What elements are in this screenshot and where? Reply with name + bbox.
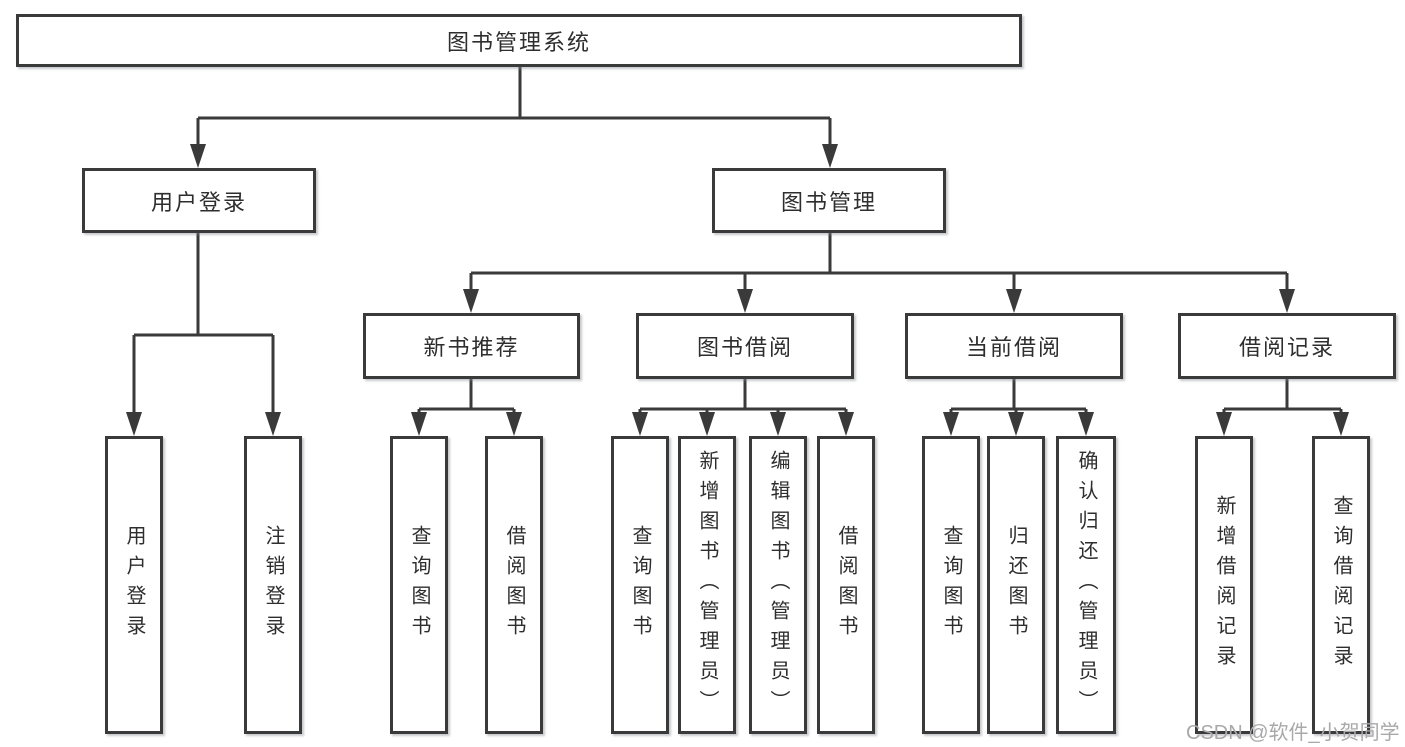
- leaf-current-confirm-return-admin: 确认归还（管理员）: [1056, 436, 1116, 734]
- leaf-current-return-books: 归还图书: [987, 436, 1045, 734]
- node-book-borrowing: 图书借阅: [636, 313, 854, 379]
- arrowheads: [126, 144, 1349, 436]
- leaf-logout-label: 注销登录: [262, 525, 284, 645]
- leaf-current-query-books: 查询图书: [922, 436, 980, 734]
- leaf-user-login-label: 用户登录: [123, 525, 145, 645]
- leaf-logout: 注销登录: [244, 436, 302, 734]
- node-new-book-recommend-label: 新书推荐: [423, 335, 520, 360]
- node-root: 图书管理系统: [16, 14, 1022, 67]
- leaf-borrow-query-books: 查询图书: [611, 436, 669, 734]
- leaf-records-query-record-label: 查询借阅记录: [1330, 495, 1352, 675]
- node-borrowing-records-label: 借阅记录: [1238, 335, 1335, 360]
- node-new-book-recommend: 新书推荐: [363, 313, 580, 379]
- leaf-user-login: 用户登录: [105, 436, 163, 734]
- leaf-current-query-books-label: 查询图书: [940, 525, 962, 645]
- leaf-borrow-borrow-books-label: 借阅图书: [835, 525, 857, 645]
- leaf-recommend-query-books-label: 查询图书: [408, 525, 430, 645]
- leaf-recommend-query-books: 查询图书: [390, 436, 448, 734]
- node-book-management-label: 图书管理: [780, 189, 877, 215]
- leaf-borrow-add-books-admin: 新增图书（管理员）: [678, 436, 736, 734]
- leaf-borrow-edit-books-admin-label: 编辑图书（管理员）: [767, 450, 789, 720]
- leaf-records-add-record: 新增借阅记录: [1195, 436, 1253, 734]
- node-user-login: 用户登录: [82, 168, 316, 233]
- leaf-current-return-books-label: 归还图书: [1005, 525, 1027, 645]
- node-borrowing-records: 借阅记录: [1178, 313, 1396, 379]
- node-user-login-label: 用户登录: [150, 189, 247, 215]
- connector-paths: [132, 67, 1343, 414]
- watermark: CSDN @软件_小贺同学: [1186, 722, 1400, 744]
- node-book-borrowing-label: 图书借阅: [696, 335, 793, 360]
- leaf-borrow-edit-books-admin: 编辑图书（管理员）: [749, 436, 807, 734]
- leaf-borrow-query-books-label: 查询图书: [629, 525, 651, 645]
- leaf-records-query-record: 查询借阅记录: [1312, 436, 1370, 734]
- leaf-recommend-borrow-books-label: 借阅图书: [503, 525, 525, 645]
- leaf-records-add-record-label: 新增借阅记录: [1213, 495, 1235, 675]
- node-current-borrowing-label: 当前借阅: [965, 335, 1062, 360]
- leaf-borrow-add-books-admin-label: 新增图书（管理员）: [696, 450, 718, 720]
- node-book-management: 图书管理: [712, 168, 946, 233]
- leaf-current-confirm-return-admin-label: 确认归还（管理员）: [1075, 450, 1097, 720]
- node-root-label: 图书管理系统: [446, 29, 591, 55]
- leaf-recommend-borrow-books: 借阅图书: [485, 436, 543, 734]
- leaf-borrow-borrow-books: 借阅图书: [817, 436, 875, 734]
- node-current-borrowing: 当前借阅: [905, 313, 1123, 379]
